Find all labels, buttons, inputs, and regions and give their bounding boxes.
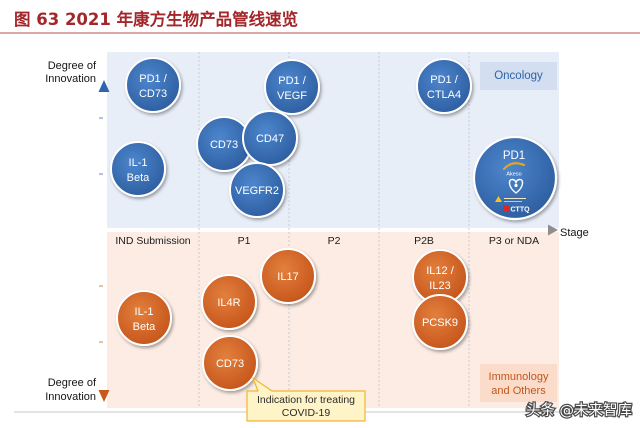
- innovation-axis-label-top-line1: Degree of: [48, 60, 97, 72]
- bubble-pd1-ctla4: PD1 / CTLA4: [416, 58, 472, 114]
- stage-label-p2: P2: [328, 235, 341, 247]
- bubble-label: PCSK9: [422, 317, 458, 329]
- bubble-il1-beta-immunology: IL-1 Beta: [116, 290, 172, 346]
- bubble-label: IL-1: [135, 306, 154, 318]
- bubble-pd1: PD1 Akeso CTTQ: [472, 135, 558, 221]
- bubble-label: PD1 /: [139, 73, 167, 85]
- bubble-label: CD73: [210, 139, 238, 151]
- innovation-axis-up-arrow: [98, 80, 110, 228]
- cttq-logo-text: CTTQ: [511, 207, 531, 214]
- stage-axis-label: Stage: [560, 227, 589, 239]
- oncology-tag: Oncology: [480, 62, 557, 90]
- oncology-tag-label: Oncology: [494, 70, 543, 82]
- bubble-label: IL4R: [217, 297, 240, 309]
- bubble-label: PD1 /: [430, 74, 458, 86]
- bubble-label: PD1: [503, 150, 525, 162]
- bubble-label: CD73: [139, 88, 167, 100]
- immunology-tag-label-line2: and Others: [491, 385, 546, 397]
- bubble-il1-beta-oncology: IL-1 Beta: [110, 141, 166, 197]
- partner-triangle-logo: [495, 196, 526, 202]
- watermark-text: 头条 @未来智库: [526, 402, 632, 419]
- bubble-label: IL12 /: [426, 265, 454, 277]
- bubble-label: VEGF: [277, 90, 307, 102]
- innovation-axis-label-bottom-line2: Innovation: [45, 391, 96, 403]
- cttq-logo: CTTQ: [503, 205, 530, 214]
- bubble-label: CTLA4: [427, 89, 461, 101]
- innovation-axis-label-top-line2: Innovation: [45, 73, 96, 85]
- innovation-axis-down-arrow: [98, 233, 110, 402]
- bubble-vegfr2: VEGFR2: [229, 162, 285, 218]
- immunology-tag: Immunology and Others: [480, 364, 557, 402]
- stage-label-p2b: P2B: [414, 235, 434, 247]
- akeso-logo: Akeso: [502, 162, 526, 178]
- bubble-cd73-immunology: CD73: [202, 335, 258, 391]
- callout-text-line1: Indication for treating: [257, 394, 355, 406]
- bubble-label: IL-1: [129, 157, 148, 169]
- bubble-pcsk9: PCSK9: [412, 294, 468, 350]
- callout-text-line2: COVID-19: [282, 407, 331, 419]
- figure-title: 图 63 2021 年康方生物产品管线速览: [14, 9, 298, 29]
- bubble-label: VEGFR2: [235, 185, 279, 197]
- bubble-label: CD73: [216, 358, 244, 370]
- bubble-label: Beta: [133, 321, 157, 333]
- bubble-label: IL17: [277, 271, 298, 283]
- stage-axis-arrow: [108, 224, 558, 236]
- bubble-label: PD1 /: [278, 75, 306, 87]
- bubble-label: Beta: [127, 172, 151, 184]
- bubble-cd47: CD47: [242, 110, 298, 166]
- bubble-il17: IL17: [260, 248, 316, 304]
- stage-label-p1: P1: [238, 235, 251, 247]
- bubble-pd1-cd73: PD1 / CD73: [125, 57, 181, 113]
- bubble-label: CD47: [256, 133, 284, 145]
- bubble-il4r: IL4R: [201, 274, 257, 330]
- bubble-pd1-vegf: PD1 / VEGF: [264, 59, 320, 115]
- akeso-logo-text: Akeso: [506, 172, 521, 178]
- immunology-tag-label-line1: Immunology: [489, 371, 549, 383]
- stage-label-p3-or-nda: P3 or NDA: [489, 235, 539, 247]
- stage-label-ind-submission: IND Submission: [115, 235, 190, 247]
- covid-indication-callout: Indication for treating COVID-19: [246, 377, 366, 422]
- bubble-label: IL23: [429, 280, 450, 292]
- partner-heart-logo: [508, 178, 524, 194]
- innovation-axis-label-bottom-line1: Degree of: [48, 377, 97, 389]
